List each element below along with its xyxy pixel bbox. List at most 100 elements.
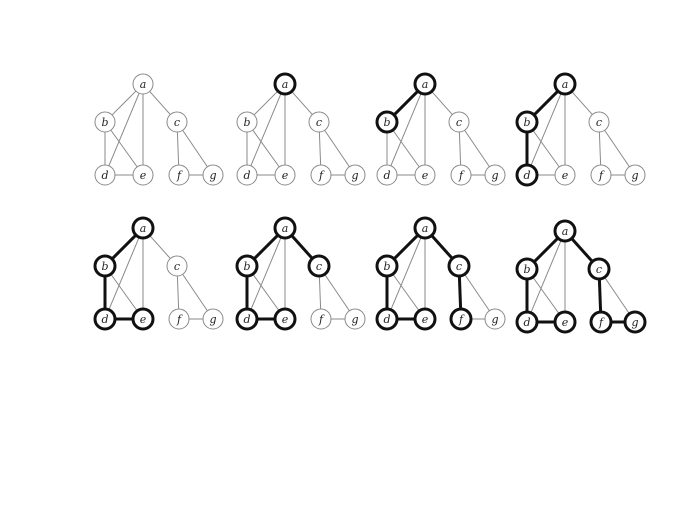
node-label-g: g <box>209 169 216 182</box>
edge-a-b <box>253 90 279 116</box>
node-label-e: e <box>140 313 147 326</box>
edge-b-e <box>110 129 138 168</box>
edge-c-f <box>597 277 603 314</box>
node-a <box>553 72 577 96</box>
node-c <box>308 111 330 133</box>
edge-c-g <box>464 273 490 312</box>
node-label-c: c <box>316 116 322 129</box>
node-label-b: b <box>101 260 108 273</box>
node-label-b: b <box>243 260 250 273</box>
node-f <box>310 164 332 186</box>
edge-c-g <box>182 273 208 312</box>
node-label-e: e <box>422 169 429 182</box>
node-d <box>93 307 117 331</box>
edge-a-d <box>108 236 140 311</box>
edge-c-g <box>324 273 350 312</box>
edge-b-e <box>110 273 138 312</box>
node-label-e: e <box>140 169 147 182</box>
node-label-g: g <box>491 169 498 182</box>
edge-b-e <box>532 276 560 315</box>
node-g <box>484 164 506 186</box>
node-d <box>94 164 116 186</box>
edge-b-e <box>252 273 280 312</box>
node-label-e: e <box>562 316 569 329</box>
node-b <box>515 110 539 134</box>
node-a <box>413 72 437 96</box>
node-g <box>344 164 366 186</box>
node-label-e: e <box>422 313 429 326</box>
node-g <box>344 308 366 330</box>
node-label-b: b <box>101 116 108 129</box>
node-f <box>168 164 190 186</box>
edge-a-c <box>431 90 453 116</box>
edge-a-d <box>108 92 140 167</box>
node-label-f: f <box>176 169 183 182</box>
edge-c-f <box>457 274 463 311</box>
node-d <box>515 310 539 334</box>
node-b <box>94 111 116 133</box>
node-label-d: d <box>383 313 390 326</box>
node-g <box>484 308 506 330</box>
edge-a-d <box>530 239 562 314</box>
node-label-e: e <box>282 313 289 326</box>
node-label-e: e <box>562 169 569 182</box>
node-label-b: b <box>523 116 530 129</box>
edge-a-d <box>390 236 422 311</box>
edge-c-f <box>318 275 322 310</box>
node-label-c: c <box>596 263 602 276</box>
node-e <box>413 307 437 331</box>
edge-b-e <box>252 129 280 168</box>
node-label-f: f <box>598 316 605 329</box>
node-a <box>273 216 297 240</box>
node-d <box>375 307 399 331</box>
node-label-d: d <box>243 313 250 326</box>
node-f <box>310 308 332 330</box>
edge-c-f <box>458 131 462 166</box>
node-label-a: a <box>562 225 569 238</box>
edge-b-e <box>392 129 420 168</box>
node-g <box>202 164 224 186</box>
edge-a-c <box>430 233 454 261</box>
node-label-c: c <box>174 116 180 129</box>
node-c <box>166 255 188 277</box>
edge-c-g <box>604 276 630 315</box>
node-f <box>450 164 472 186</box>
node-d <box>236 164 258 186</box>
node-label-a: a <box>422 78 429 91</box>
node-e <box>132 164 154 186</box>
node-b <box>375 110 399 134</box>
node-b <box>515 257 539 281</box>
node-label-g: g <box>631 169 638 182</box>
node-label-g: g <box>351 313 358 326</box>
node-label-a: a <box>140 222 147 235</box>
node-c <box>588 111 610 133</box>
edge-a-b <box>392 89 420 117</box>
node-d <box>376 164 398 186</box>
edge-c-g <box>604 129 630 168</box>
edge-a-c <box>571 90 593 116</box>
edge-a-d <box>390 92 422 167</box>
node-g <box>623 310 647 334</box>
node-a <box>132 73 154 95</box>
edge-c-f <box>176 275 180 310</box>
edge-a-c <box>149 90 171 116</box>
edge-a-b <box>532 236 560 264</box>
node-label-b: b <box>523 263 530 276</box>
node-label-f: f <box>318 169 325 182</box>
node-c <box>587 257 611 281</box>
node-b <box>93 254 117 278</box>
node-e <box>274 164 296 186</box>
node-label-e: e <box>282 169 289 182</box>
node-label-f: f <box>176 313 183 326</box>
node-label-d: d <box>523 316 530 329</box>
node-label-g: g <box>491 313 498 326</box>
edge-a-b <box>392 233 420 261</box>
node-e <box>553 310 577 334</box>
node-e <box>273 307 297 331</box>
